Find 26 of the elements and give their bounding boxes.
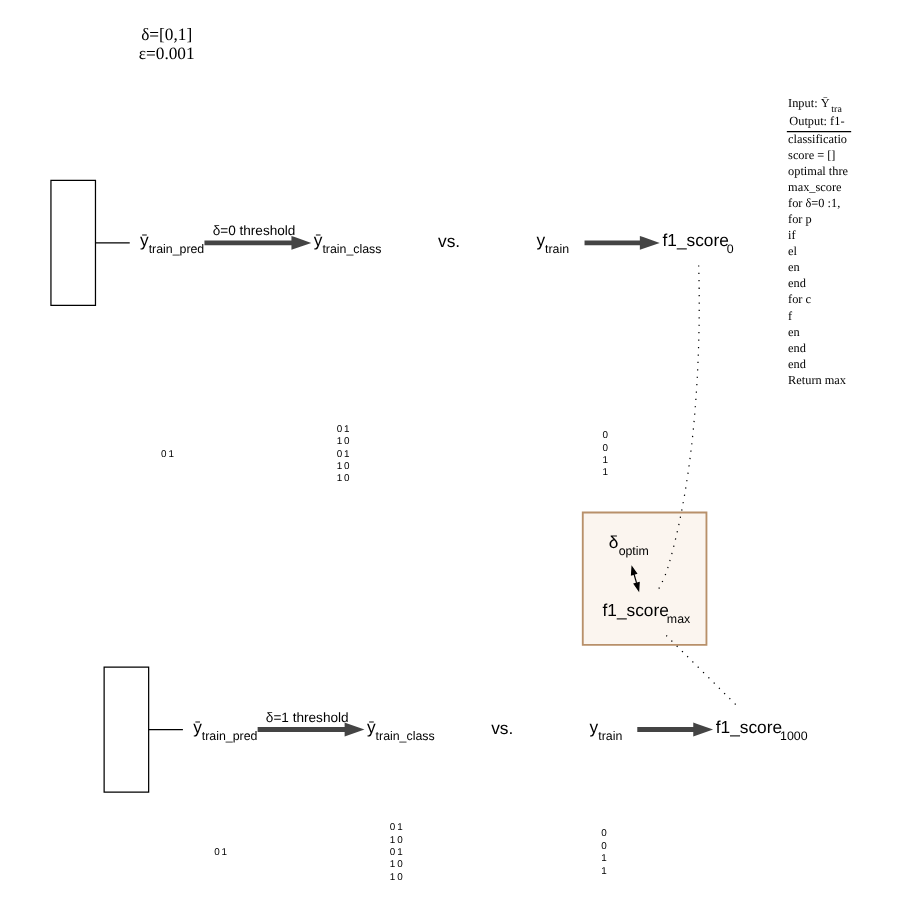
connector <box>664 634 739 708</box>
label: δ=[0,1] <box>140 24 192 45</box>
connector <box>147 728 183 731</box>
node-box <box>102 666 149 793</box>
connector <box>94 242 130 244</box>
node-text: δ$_{optim}$ <box>607 532 648 560</box>
label: vs. <box>437 231 460 252</box>
arrow <box>636 722 713 737</box>
arrow <box>256 722 364 737</box>
node-box <box>49 179 96 306</box>
node-text: y$_{train}$ <box>535 230 569 258</box>
node-text: f1_score$_{1000}$ <box>714 716 807 744</box>
arrow <box>583 235 659 250</box>
connector <box>656 264 699 591</box>
node-text: ȳ$_{train_class}$ <box>312 230 381 258</box>
node-text: ȳ$_{train_pred}$ <box>192 716 257 744</box>
arrow <box>629 565 639 593</box>
arrow <box>203 235 311 250</box>
node-text: y$_{train}$ <box>588 716 622 744</box>
node-text: f1_score$_{0}$ <box>661 230 733 258</box>
label: ε=0.001 <box>137 42 194 63</box>
node-text: ȳ$_{train_pred}$ <box>139 230 204 258</box>
cluster <box>580 511 707 646</box>
node-text: f1_score$_{max}$ <box>601 600 690 628</box>
label: vs. <box>490 718 513 739</box>
node-text: ȳ$_{train_class}$ <box>365 716 434 744</box>
